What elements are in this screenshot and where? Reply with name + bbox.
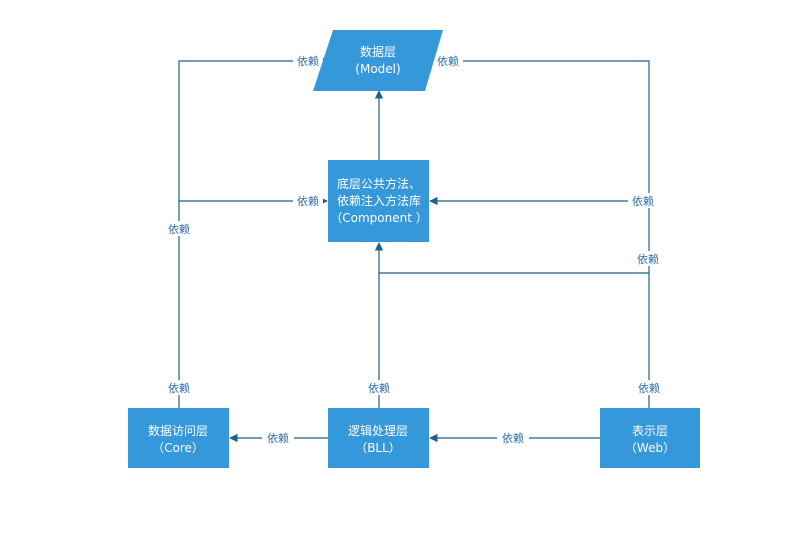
edge-core-to-model [178,56,330,408]
node-component-line2: 依赖注入方法库 [337,193,421,208]
node-component-shape [328,160,429,242]
label-web-to-component-low: 依赖 [637,253,659,266]
node-core-subtitle: （Core） [152,441,204,455]
node-component-line3: （Component ） [330,211,427,225]
edge-labels: 依赖 依赖 依赖 依赖 依赖 依赖 依赖 依赖 依赖 依赖 依赖 [163,53,665,445]
node-web-shape [600,408,700,468]
label-web-to-bll: 依赖 [502,432,524,445]
node-model-subtitle: (Model) [355,62,400,76]
label-core-to-component: 依赖 [297,195,319,208]
node-bll: 逻辑处理层 （BLL） [328,408,429,468]
node-model-shape [313,30,443,91]
node-core: 数据访问层 （Core） [128,408,229,468]
edge-web-to-model [428,56,650,408]
label-bll-to-core: 依赖 [267,432,289,445]
node-core-title: 数据访问层 [148,423,208,438]
label-web-to-component: 依赖 [632,195,654,208]
label-web-to-model: 依赖 [437,55,459,68]
label-core-to-model: 依赖 [297,55,319,68]
node-component: 底层公共方法、 依赖注入方法库 （Component ） [328,160,429,242]
edges [178,56,650,443]
node-bll-title: 逻辑处理层 [348,424,408,438]
node-model-title: 数据层 [360,44,396,59]
label-core-bottom: 依赖 [168,382,190,395]
node-model: 数据层 (Model) [313,30,443,91]
label-web-bottom: 依赖 [638,382,660,395]
node-web-title: 表示层 [632,424,668,438]
node-core-shape [128,408,229,468]
node-component-line1: 底层公共方法、 [337,176,421,191]
label-bll-up: 依赖 [368,382,390,395]
node-web: 表示层 （Web） [600,408,700,468]
label-core-vertical: 依赖 [168,223,190,236]
node-bll-subtitle: （BLL） [355,441,401,455]
node-bll-shape [328,408,429,468]
node-web-subtitle: （Web） [625,441,675,455]
